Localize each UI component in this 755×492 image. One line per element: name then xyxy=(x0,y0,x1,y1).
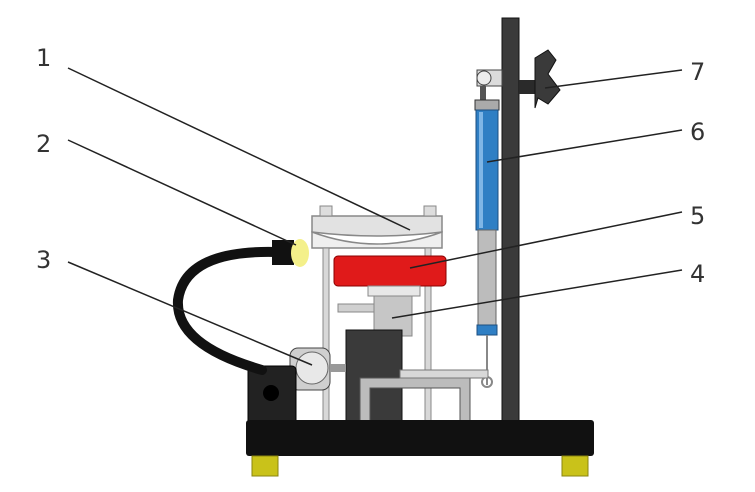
leader-line-6 xyxy=(486,129,683,163)
red-sample xyxy=(333,255,447,287)
leader-line-2 xyxy=(67,139,297,246)
callout-3: 3 xyxy=(36,246,52,274)
spring-scale xyxy=(474,99,500,388)
callout-2: 2 xyxy=(36,130,52,158)
callout-6: 6 xyxy=(690,118,706,146)
graduated-dial xyxy=(337,285,421,337)
callout-1: 1 xyxy=(36,44,52,72)
callout-4: 4 xyxy=(690,260,706,288)
leader-line-1 xyxy=(67,67,411,231)
callout-5: 5 xyxy=(690,202,706,230)
leader-line-5 xyxy=(409,211,683,269)
u-bracket xyxy=(359,369,489,426)
base-plate xyxy=(246,420,594,456)
scale-holder xyxy=(476,69,503,102)
clamp-knob xyxy=(519,49,561,109)
callout-7: 7 xyxy=(690,58,706,86)
leader-line-7 xyxy=(544,69,683,89)
top-plate xyxy=(311,205,443,249)
stand-rod xyxy=(501,17,520,423)
leader-line-3 xyxy=(67,261,313,366)
dial-gauge xyxy=(289,347,346,391)
lamp xyxy=(272,239,309,267)
foot-left xyxy=(251,455,279,477)
leader-line-4 xyxy=(391,269,683,319)
guide-rod-left xyxy=(322,247,330,424)
foot-right xyxy=(561,455,589,477)
lamp-cable xyxy=(172,246,280,375)
